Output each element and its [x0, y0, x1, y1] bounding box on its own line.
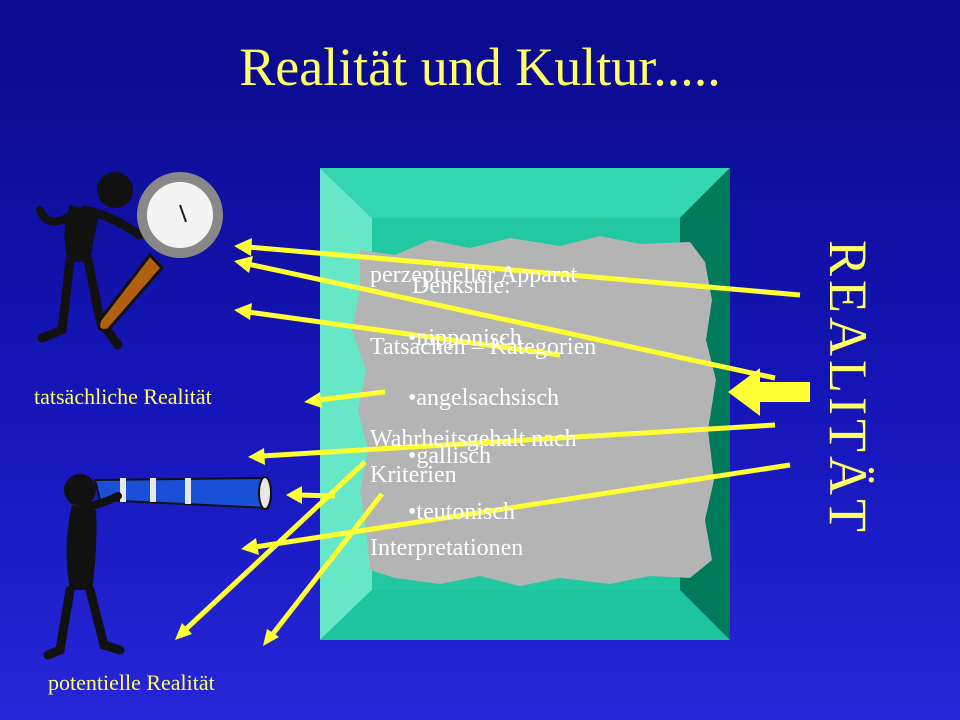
thought-style-item: •teutonisch — [408, 499, 516, 525]
thought-style-item: •gallisch — [408, 443, 492, 469]
potential-reality-label: potentielle Realität — [48, 670, 215, 695]
thought-styles-heading: Denkstile: — [412, 273, 511, 299]
box-text-line3: Wahrheitsgehalt nach — [370, 426, 577, 452]
box-text-line5: Interpretationen — [370, 535, 524, 561]
thought-style-item: •angelsachsisch — [408, 385, 560, 411]
box-text-line1: perzeptueller Apparat — [370, 262, 578, 288]
reality-vertical-label: REALITÄT — [818, 240, 878, 536]
telescope-figure-icon — [43, 474, 272, 660]
frame-top-bevel — [320, 168, 730, 218]
thought-style-item: •nipponisch — [408, 325, 522, 351]
perception-arrows — [175, 238, 801, 646]
frame-bottom-bevel — [320, 590, 730, 640]
box-text-line4: Kriterien — [370, 462, 457, 488]
slide-title: Realität und Kultur..... — [239, 37, 721, 97]
reality-arrow — [728, 368, 810, 416]
box-text-line2: Tatsachen – Kategorien — [370, 334, 597, 360]
magnifying-glass-figure-icon — [36, 172, 223, 350]
paper-sheet — [352, 236, 716, 586]
actual-reality-label: tatsächliche Realität — [34, 384, 212, 409]
